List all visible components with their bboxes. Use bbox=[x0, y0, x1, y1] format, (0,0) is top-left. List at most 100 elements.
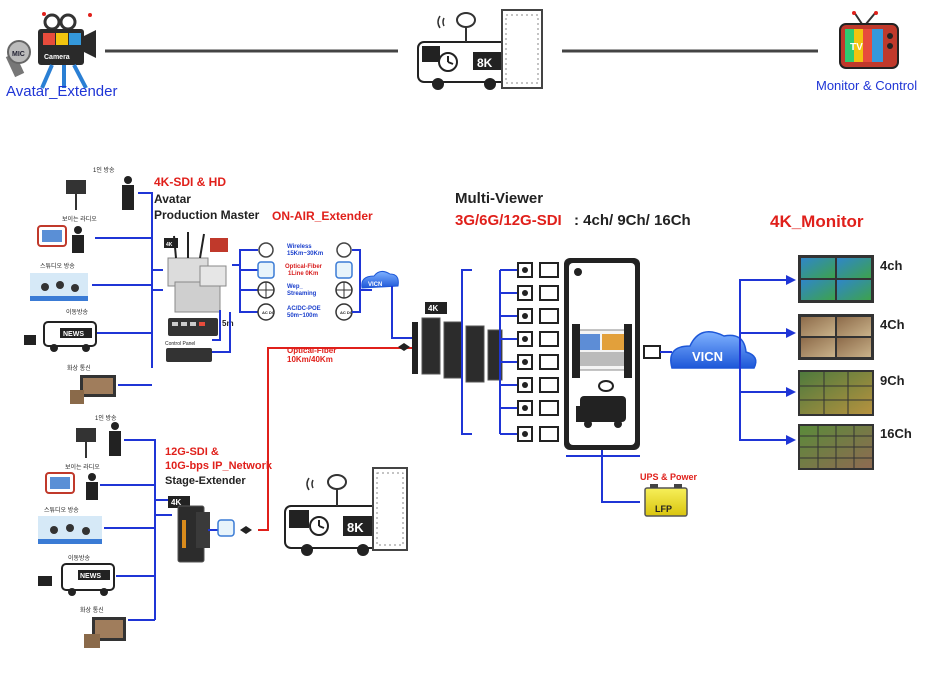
optical-fiber-link: Optical-Fiber 10Km/40Km bbox=[258, 343, 412, 531]
top-sources: 1인 방송 보이는 라디오 스튜디오 방송 이동방송 NEWS 화 bbox=[24, 166, 134, 404]
microphone-icon: MIC bbox=[5, 40, 31, 78]
monitor-4ch-b bbox=[798, 314, 874, 360]
bottom-truck-8k-label: 8K bbox=[347, 520, 364, 535]
onair-link-wireless: Wireless 15Km~30Km bbox=[258, 242, 352, 258]
converter-4k-badge: 4K bbox=[428, 304, 438, 313]
bottom-sources: 1인 방송 보이는 라디오 스튜디오 방송 이동방송 NEWS 화 bbox=[38, 414, 126, 648]
stage-title-line2: 10G-bps IP_Network bbox=[165, 460, 273, 472]
camera-icon: Camera bbox=[38, 12, 96, 89]
multiviewer-input-ports bbox=[517, 262, 559, 442]
acdc-badge-left: AC DC bbox=[262, 310, 275, 315]
bottom-source-bus bbox=[100, 439, 172, 621]
bottom-ob-truck-icon: 8K bbox=[284, 467, 408, 556]
bottom-source-label-1: 1인 방송 bbox=[95, 414, 117, 422]
vicn-cloud-large: VICN bbox=[660, 331, 757, 369]
tv-label: TV bbox=[850, 42, 863, 53]
source-label-2: 보이는 라디오 bbox=[62, 215, 97, 223]
vicn-cloud-small: VICN bbox=[361, 270, 399, 289]
camera-brand-label: Camera bbox=[44, 54, 70, 61]
truck-8k-label: 8K bbox=[477, 56, 493, 70]
vicn-cloud-small-label: VICN bbox=[368, 282, 382, 288]
onair-extender: ON-AIR_Extender Wireless 15Km~30Km Optic… bbox=[232, 209, 412, 339]
link-streaming-line2: Streaming bbox=[287, 291, 317, 297]
monitor-16ch bbox=[798, 424, 874, 470]
link-poe-line2: 50m~100m bbox=[287, 313, 318, 319]
monitor-control-label: Monitor & Control bbox=[816, 78, 917, 93]
source-label-3: 스튜디오 방송 bbox=[40, 262, 75, 270]
onair-link-streaming: Wep_ Streaming bbox=[257, 281, 353, 299]
stage-extender: 12G-SDI & 10G-bps IP_Network Stage-Exten… bbox=[165, 446, 273, 563]
avatar-device-icon: 4K bbox=[164, 232, 228, 313]
avatar-4k-badge: 4K bbox=[166, 242, 173, 248]
onair-link-optical: Optical-Fiber 1Line 0Km bbox=[257, 261, 353, 279]
monitor-links bbox=[739, 279, 788, 441]
battery-label: LFP bbox=[655, 504, 672, 514]
multiviewer-heading: Multi-Viewer 3G/6G/12G-SDI : 4ch/ 9Ch/ 1… bbox=[455, 190, 691, 229]
vicn-cloud-large-label: VICN bbox=[692, 349, 723, 364]
bottom-studio-stage-icon bbox=[38, 516, 102, 544]
bottom-source-label-2: 보이는 라디오 bbox=[65, 463, 100, 471]
tv-monitor-icon: TV bbox=[839, 11, 899, 69]
news-label-top: NEWS bbox=[63, 331, 84, 338]
mv-truck-icon bbox=[576, 380, 626, 428]
monitor-wall: 4ch 4Ch 9Ch 16Ch bbox=[798, 255, 912, 470]
stage-4k-badge: 4K bbox=[171, 498, 181, 507]
control-panel-label: Control Panel bbox=[165, 341, 195, 347]
acdc-badge-right: AC DC bbox=[340, 310, 353, 315]
cable-length-label: 5m bbox=[222, 319, 234, 328]
source-label-4: 이동방송 bbox=[66, 308, 89, 316]
link-wireless-line2: 15Km~30Km bbox=[287, 251, 323, 257]
ups-label: UPS & Power bbox=[640, 472, 698, 482]
link-wireless-line1: Wireless bbox=[287, 244, 312, 250]
ob-truck-icon: 8K bbox=[417, 9, 543, 90]
header-row: MIC Camera Avatar_Extender 8K bbox=[5, 9, 917, 100]
link-optical-line2: 1Line 0Km bbox=[288, 271, 318, 277]
radio-studio-icon bbox=[37, 225, 84, 253]
bottom-teleprompter-icon bbox=[76, 422, 121, 458]
teleprompter-icon bbox=[66, 176, 134, 210]
source-label-1: 1인 방송 bbox=[93, 166, 115, 174]
top-source-bus bbox=[92, 192, 163, 386]
fiber-label-line1: Optical-Fiber bbox=[287, 346, 336, 355]
multiviewer-title: Multi-Viewer bbox=[455, 190, 543, 207]
bottom-source-label-4: 이동방송 bbox=[68, 554, 91, 562]
bottom-source-label-3: 스튜디오 방송 bbox=[44, 506, 79, 514]
link-poe-line1: AC/DC-POE bbox=[287, 306, 321, 312]
multiviewer-input-bus bbox=[461, 269, 520, 435]
avatar-title-red: 4K-SDI & HD bbox=[154, 175, 226, 189]
converter-stack: 4K bbox=[412, 302, 503, 383]
monitor-channel-2: 4Ch bbox=[880, 317, 905, 332]
link-streaming-line1: Wep_ bbox=[287, 284, 304, 290]
link-optical-line1: Optical-Fiber bbox=[285, 264, 323, 270]
news-label-bottom: NEWS bbox=[80, 573, 101, 580]
multiviewer-unit bbox=[564, 258, 661, 450]
monitor-title: 4K_Monitor bbox=[770, 212, 864, 231]
monitor-9ch bbox=[798, 370, 874, 416]
news-van-icon: NEWS bbox=[24, 321, 97, 352]
bottom-radio-studio-icon bbox=[45, 472, 98, 500]
bottom-source-label-5: 화상 통신 bbox=[80, 606, 104, 614]
fiber-label-line2: 10Km/40Km bbox=[287, 355, 333, 364]
video-call-icon bbox=[70, 375, 116, 404]
multiviewer-subtitle-red: 3G/6G/12G-SDI bbox=[455, 212, 562, 229]
mic-label: MIC bbox=[12, 51, 25, 58]
avatar-title-line1: Avatar bbox=[154, 192, 191, 206]
studio-stage-icon bbox=[30, 273, 88, 301]
onair-title: ON-AIR_Extender bbox=[272, 209, 373, 223]
monitor-channel-1: 4ch bbox=[880, 258, 902, 273]
stage-title-line1: 12G-SDI & bbox=[165, 446, 219, 458]
monitor-channel-3: 9Ch bbox=[880, 373, 905, 388]
avatar-title-line2: Production Master bbox=[154, 208, 260, 222]
stage-title-line3: Stage-Extender bbox=[165, 475, 246, 487]
bottom-video-call-icon bbox=[84, 617, 126, 648]
monitor-arrows bbox=[786, 275, 796, 445]
ups-power: UPS & Power LFP bbox=[566, 450, 698, 517]
control-panel-icon: Control Panel 5m bbox=[165, 310, 234, 362]
monitor-channel-4: 16Ch bbox=[880, 426, 912, 441]
multiviewer-subtitle-black: : 4ch/ 9Ch/ 16Ch bbox=[574, 212, 691, 229]
monitor-4ch-a bbox=[798, 255, 874, 303]
avatar-extender-label: Avatar_Extender bbox=[6, 83, 117, 100]
bottom-news-van-icon: NEWS bbox=[38, 563, 115, 596]
source-label-5: 화상 통신 bbox=[67, 364, 91, 372]
